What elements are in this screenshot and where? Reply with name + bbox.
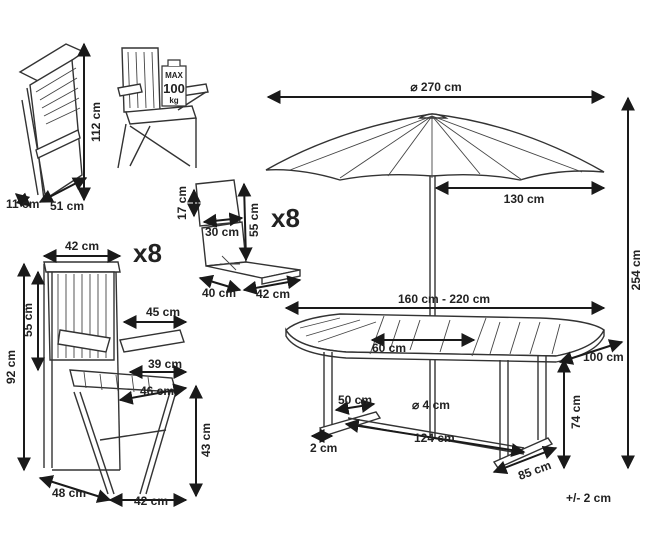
folded-chair-dimensions: 112 cm 11 cm 51 cm <box>6 42 103 213</box>
chair-arm-depth-label: 45 cm <box>146 305 180 319</box>
cushion-h1-label: 17 cm <box>175 186 189 220</box>
chair-base-depth-label: 48 cm <box>52 486 86 500</box>
folded-chair-open-drawing <box>117 47 209 169</box>
max-value: 100 <box>163 81 185 96</box>
max-label: MAX <box>165 71 183 80</box>
table-height-label: 74 cm <box>569 395 583 429</box>
table-width-label: 100 cm <box>583 350 624 364</box>
umbrella-drawing <box>265 113 605 438</box>
cushion-w3-label: 42 cm <box>256 287 290 301</box>
chair-quantity: x8 <box>133 238 162 268</box>
folded-depth-label: 11 cm <box>6 197 39 211</box>
cushion-w1-label: 30 cm <box>205 225 239 239</box>
max-unit: kg <box>169 96 178 105</box>
chair-seat-depth-label: 46 cm <box>140 384 174 398</box>
chair-base-width-label: 42 cm <box>134 494 168 508</box>
table-pole-hole-label: ⌀ 4 cm <box>412 398 450 412</box>
umbrella-dimensions: ⌀ 270 cm 130 cm 254 cm <box>266 80 643 470</box>
chair-drawing <box>43 261 185 495</box>
tolerance-note: +/- 2 cm <box>566 491 611 505</box>
cushion-quantity: x8 <box>271 203 300 233</box>
folded-chair-drawing <box>18 43 86 202</box>
table-length-label: 160 cm - 220 cm <box>398 292 490 306</box>
folded-width-label: 51 cm <box>50 199 84 213</box>
table-leg-gap-label: 50 cm <box>338 393 372 407</box>
table-base-length-label: 124 cm <box>414 431 455 445</box>
umbrella-height-label: 254 cm <box>629 250 643 291</box>
chair-dimensions: x8 42 cm 55 cm 92 cm 45 cm 39 cm 46 cm 4… <box>4 238 213 508</box>
table-extension-label: 60 cm <box>372 341 406 355</box>
cushion-h2-label: 55 cm <box>247 203 261 237</box>
chair-top-width-label: 42 cm <box>65 239 99 253</box>
table-foot-label: 2 cm <box>310 441 337 455</box>
chair-seat-width-label: 39 cm <box>148 357 182 371</box>
chair-seat-height-label: 43 cm <box>199 423 213 457</box>
max-load-badge: MAX 100 kg <box>161 59 187 107</box>
chair-total-height-label: 92 cm <box>4 350 18 384</box>
cushion-w2-label: 40 cm <box>202 286 236 300</box>
cushion-drawing <box>195 179 301 285</box>
cushion-dimensions: 17 cm 55 cm 30 cm 40 cm 42 cm x8 <box>175 182 302 301</box>
umbrella-diameter-label: ⌀ 270 cm <box>410 80 461 94</box>
umbrella-radius-label: 130 cm <box>504 192 545 206</box>
folded-height-label: 112 cm <box>89 102 103 142</box>
